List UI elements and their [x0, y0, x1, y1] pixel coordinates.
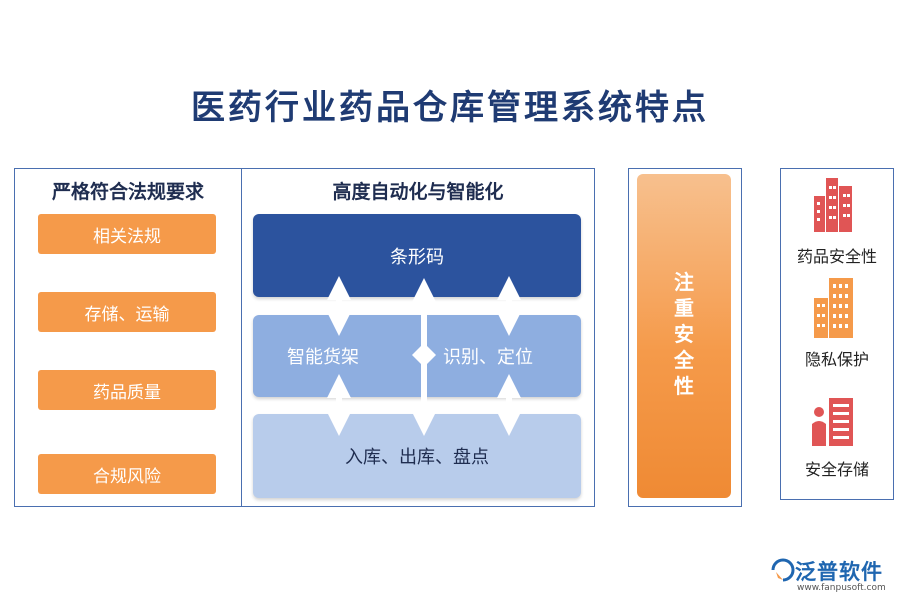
brand-logo-icon [771, 558, 795, 582]
compliance-item-regulations: 相关法规 [38, 214, 216, 254]
automation-panel-title: 高度自动化与智能化 [332, 181, 504, 203]
page-title: 医药行业药品仓库管理系统特点 [191, 88, 709, 128]
safety-focus-text: 注 重 安 全 性 [637, 269, 731, 399]
compliance-panel-title: 严格符合法规要求 [51, 181, 204, 203]
safety-char: 全 [674, 348, 694, 372]
feature-label-drug-safety: 药品安全性 [796, 247, 877, 266]
compliance-item-storage-transport: 存储、运输 [38, 292, 216, 332]
smart-shelf-label: 智能货架 [287, 347, 359, 368]
feature-label-privacy: 隐私保护 [804, 350, 869, 369]
safety-char: 安 [674, 322, 694, 346]
compliance-item-risk: 合规风险 [38, 454, 216, 494]
brand-logo-url: www.fanpusoft.com [797, 583, 886, 593]
identify-locate-label: 识别、定位 [443, 347, 533, 368]
feature-label-secure-storage: 安全存储 [804, 460, 869, 479]
safety-char: 注 [674, 270, 694, 294]
tall-buildings-icon [814, 178, 852, 232]
barcode-label: 条形码 [390, 246, 444, 268]
diamond-connector [412, 343, 436, 367]
person-building-icon [812, 398, 853, 446]
safety-char: 性 [674, 374, 694, 398]
compliance-item-drug-quality: 药品质量 [38, 370, 216, 410]
safety-focus-bar: 注 重 安 全 性 [637, 174, 731, 498]
warehouse-ops-label: 入库、出库、盘点 [345, 447, 489, 468]
brand-logo-text: 泛普软件 [795, 560, 883, 584]
safety-char: 重 [674, 296, 694, 320]
office-building-icon [814, 278, 853, 338]
